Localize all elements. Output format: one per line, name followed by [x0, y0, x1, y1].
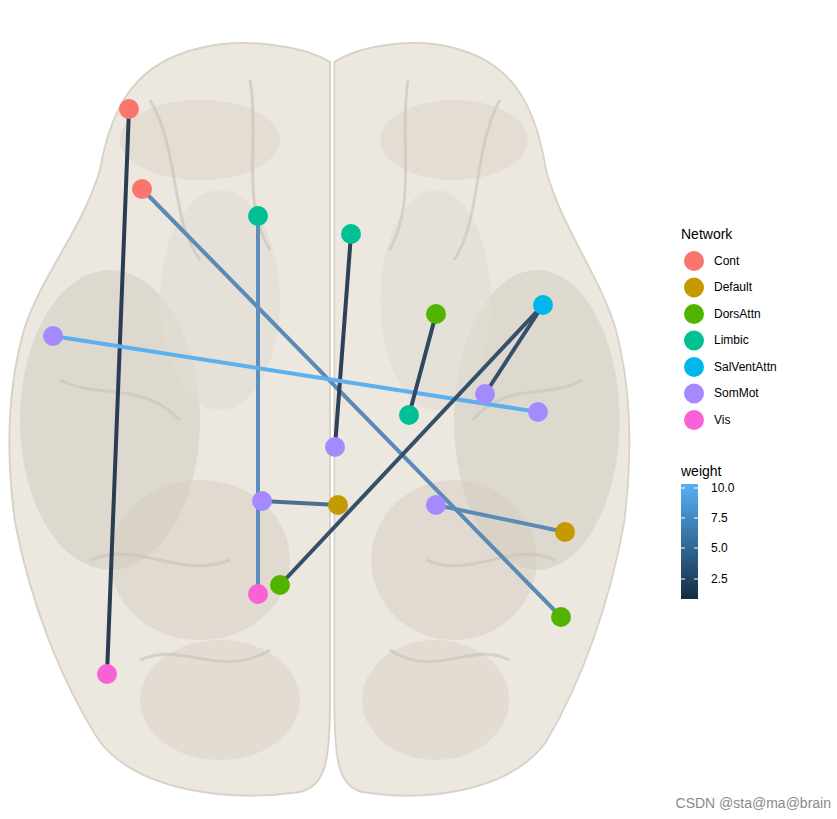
legend-swatch [684, 331, 704, 351]
colorbar [681, 484, 698, 599]
legend-swatch [684, 410, 704, 430]
legend-label: SomMot [714, 386, 759, 400]
legend-swatch [684, 278, 704, 298]
tick-label: 10.0 [711, 481, 734, 495]
legend-label: SalVentAttn [714, 360, 777, 374]
tick-label: 7.5 [711, 511, 728, 525]
colorbar-title: weight [681, 463, 721, 480]
legend-label: DorsAttn [714, 307, 761, 321]
legend-swatch [684, 357, 704, 377]
legend-label: Default [714, 280, 752, 294]
tick-label: 2.5 [711, 572, 728, 586]
legend-label: Vis [714, 413, 730, 427]
legend-swatch [684, 251, 704, 271]
legend-swatch [684, 304, 704, 324]
legend-label: Cont [714, 254, 739, 268]
legend-swatch [684, 384, 704, 404]
legend-label: Limbic [714, 333, 749, 347]
watermark: CSDN @sta@ma@brain [676, 795, 831, 812]
tick-label: 5.0 [711, 541, 728, 555]
legend-title: Network [681, 226, 732, 243]
